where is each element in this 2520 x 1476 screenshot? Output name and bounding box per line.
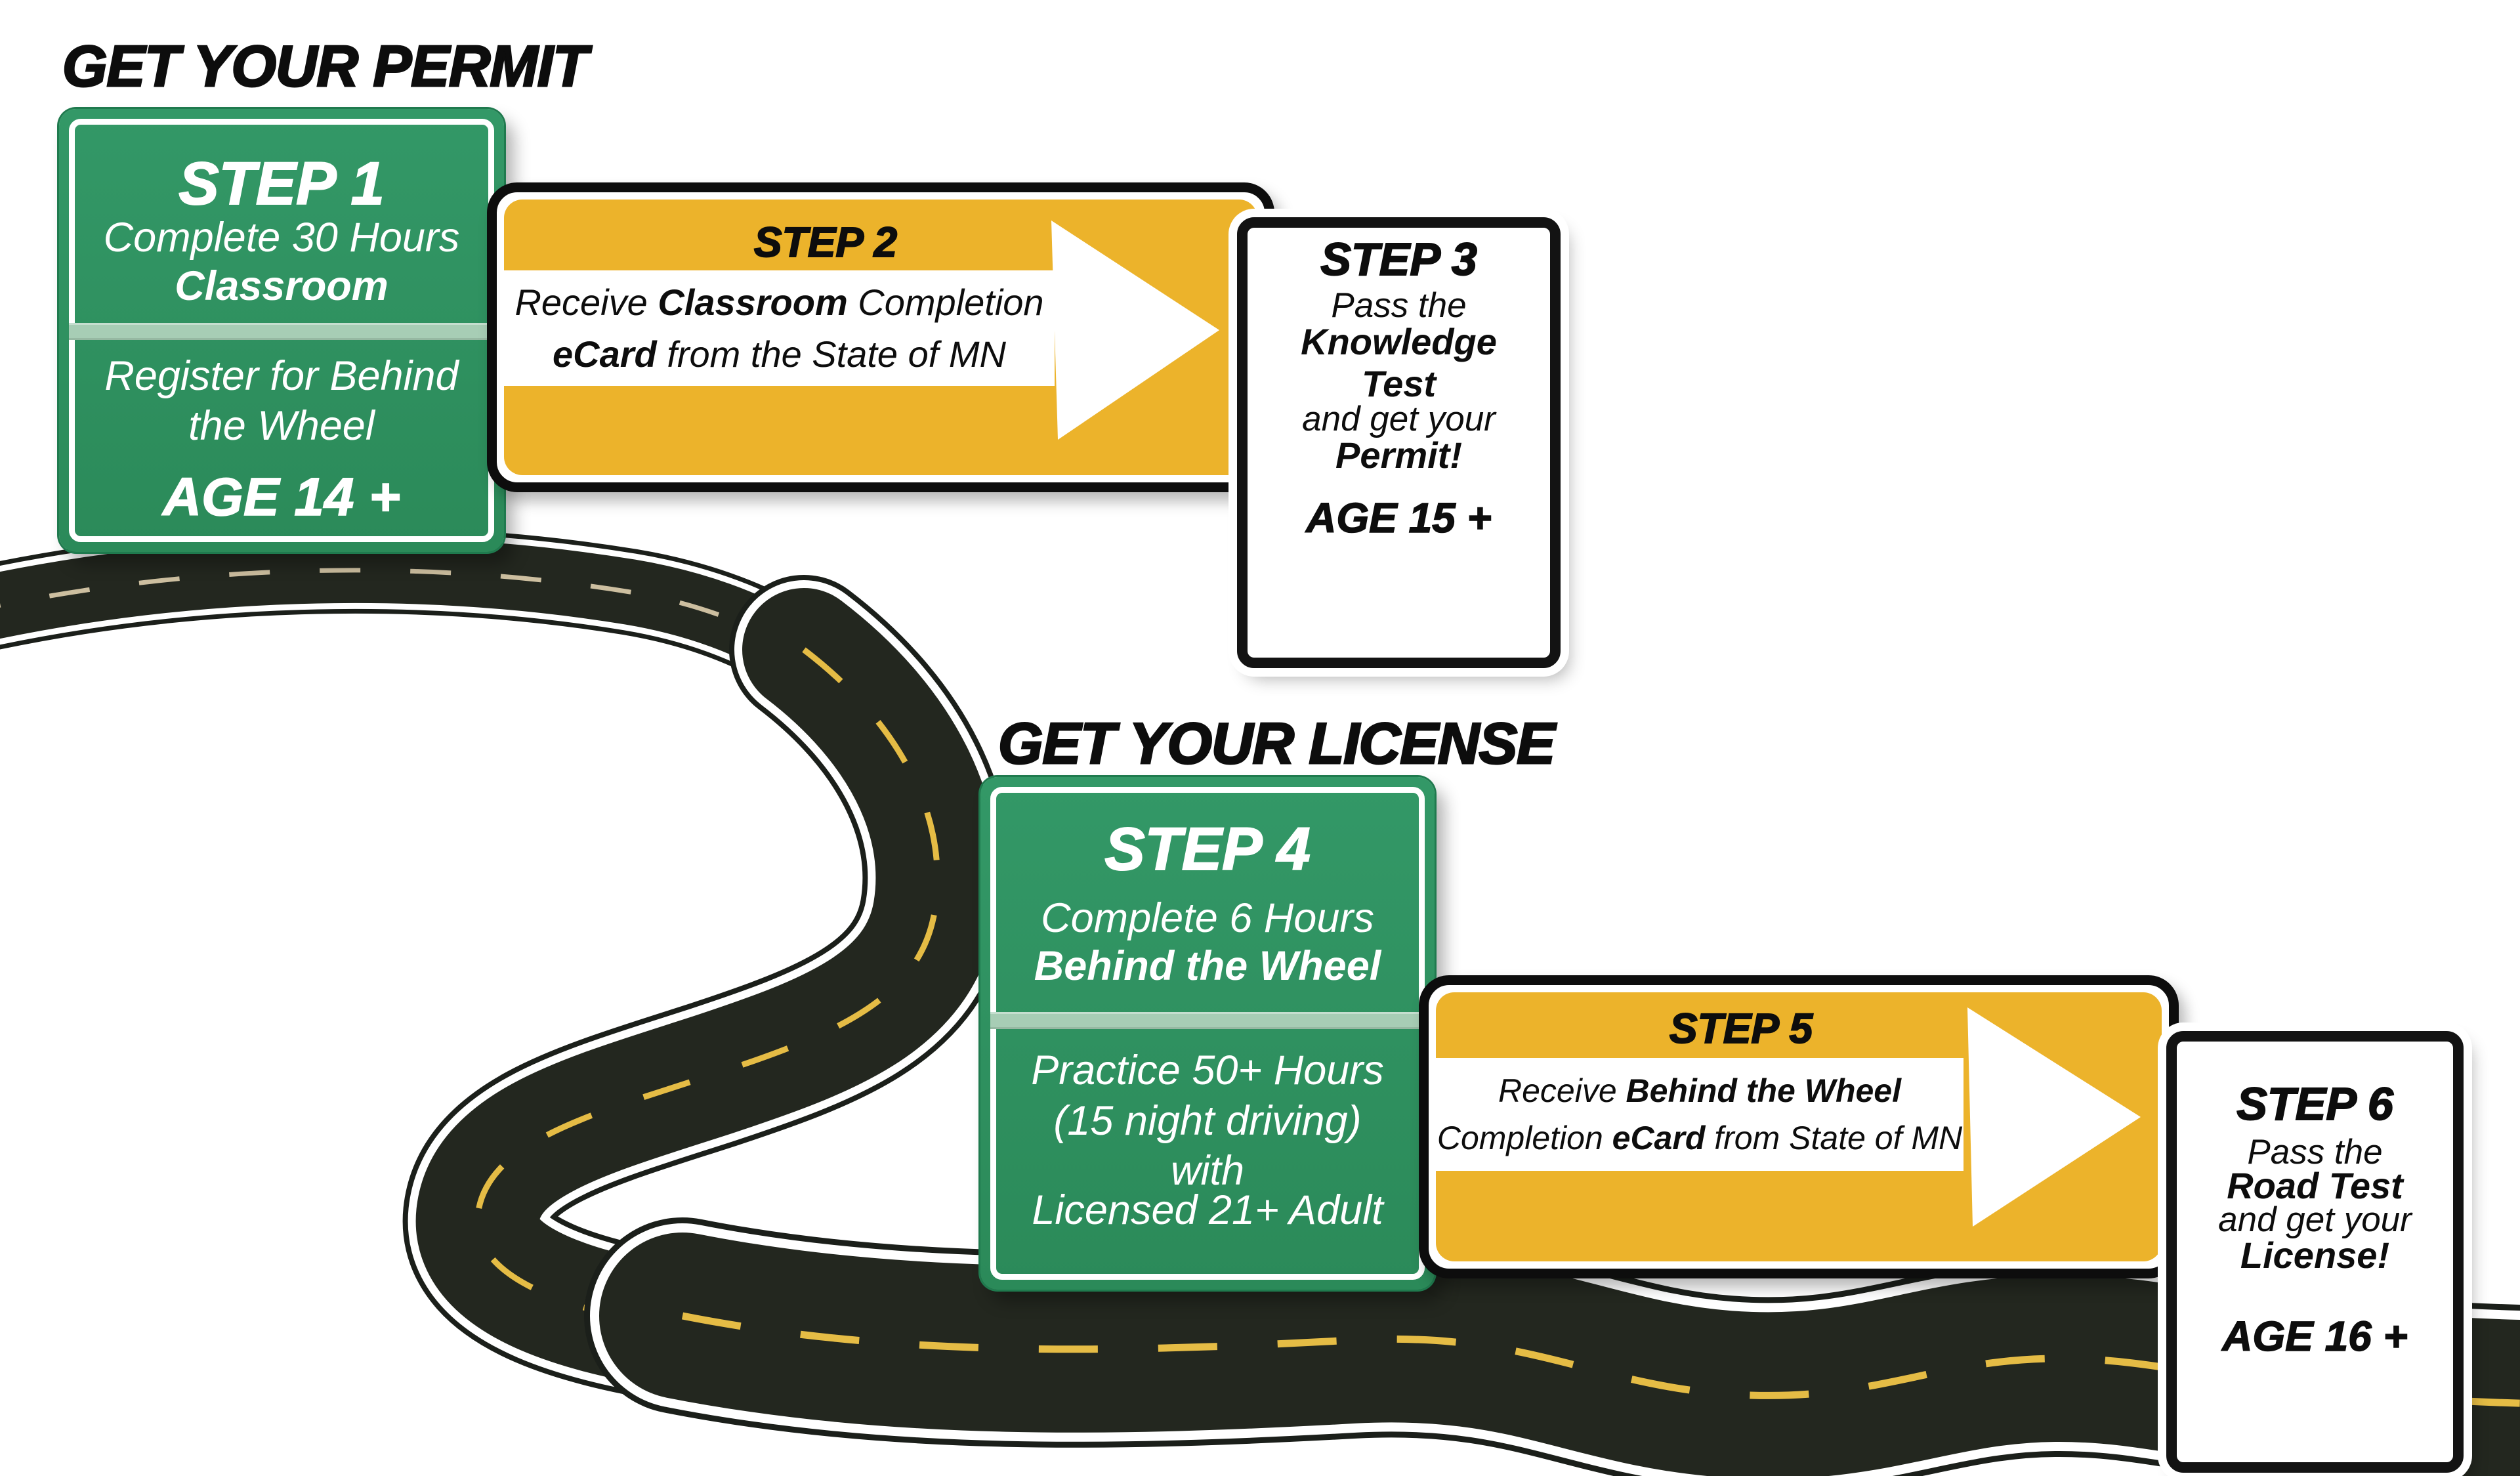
step4-title: STEP 4 <box>1104 815 1311 883</box>
step5-line2-post: from State of MN <box>1705 1120 1963 1156</box>
step4-line5: with <box>1170 1148 1245 1194</box>
step4-line1: Complete 6 Hours <box>1041 895 1374 941</box>
step6-title: STEP 6 <box>2236 1078 2394 1130</box>
step4-sign: STEP 4 Complete 6 Hours Behind the Wheel… <box>980 777 1435 1290</box>
step6-line4: License! <box>2240 1234 2390 1276</box>
step6-line2: Road Test <box>2227 1165 2403 1206</box>
step5-band-line1: Receive Behind the Wheel <box>1498 1072 1901 1110</box>
step2-band-line2: eCard from the State of MN <box>553 333 1006 375</box>
step2-line1-bold: Classroom <box>658 282 848 323</box>
step1-line1: Complete 30 Hours <box>103 215 460 261</box>
step3-line1: Pass the <box>1331 286 1467 325</box>
step3-line2: Knowledge <box>1301 321 1497 362</box>
step5-line1-bold: Behind the Wheel <box>1626 1072 1901 1109</box>
step5-line2-pre: Completion <box>1437 1120 1612 1156</box>
step3-line5: Permit! <box>1335 434 1462 476</box>
arrow-right-icon <box>1051 221 1219 440</box>
step5-banner: STEP 5 Receive Behind the Wheel Completi… <box>1419 975 2179 1278</box>
step3-line4: and get your <box>1302 400 1496 438</box>
step1-line3: Register for Behind <box>104 353 459 399</box>
step2-line1-pre: Receive <box>514 282 658 323</box>
step3-age: AGE 15 + <box>1305 494 1492 542</box>
step3-title: STEP 3 <box>1320 233 1478 285</box>
step4-line4: (15 night driving) <box>1053 1098 1362 1144</box>
step6-line1: Pass the <box>2247 1133 2383 1171</box>
step4-line6: Licensed 21+ Adult <box>1032 1187 1383 1233</box>
step3-line3: Test <box>1361 363 1437 404</box>
step6-line3: and get your <box>2218 1200 2412 1239</box>
step1-line4: the Wheel <box>188 403 375 449</box>
step2-banner: STEP 2 Receive Classroom Completion eCar… <box>487 182 1274 492</box>
step5-title: STEP 5 <box>1669 1004 1813 1053</box>
step1-sign: STEP 1 Complete 30 Hours Classroom Regis… <box>59 109 504 552</box>
road-centerline-far <box>0 568 900 742</box>
step5-band-line2: Completion eCard from State of MN <box>1437 1119 1962 1157</box>
step4-sign-divider <box>990 1012 1425 1029</box>
license-section-heading: GET YOUR LICENSE <box>998 710 1557 777</box>
step6-box: STEP 6 Pass the Road Test and get your L… <box>2166 1031 2464 1473</box>
road-centerline-bottom <box>681 1312 2520 1407</box>
step3-box: STEP 3 Pass the Knowledge Test and get y… <box>1237 217 1561 668</box>
step2-band-line1: Receive Classroom Completion <box>514 281 1043 324</box>
arrow-right-icon <box>1967 1007 2141 1227</box>
step2-title: STEP 2 <box>753 218 898 266</box>
step2-line1-post: Completion <box>847 282 1044 323</box>
step1-title: STEP 1 <box>178 150 385 218</box>
step4-line2: Behind the Wheel <box>1034 943 1381 989</box>
step1-age: AGE 14 + <box>162 467 401 528</box>
step6-age: AGE 16 + <box>2221 1312 2408 1360</box>
step4-line3: Practice 50+ Hours <box>1031 1047 1384 1093</box>
step5-line1-pre: Receive <box>1498 1072 1626 1109</box>
step5-band: Receive Behind the Wheel Completion eCar… <box>1436 1058 1964 1171</box>
step2-line2-bold: eCard <box>553 333 657 375</box>
permit-section-heading: GET YOUR PERMIT <box>62 33 589 100</box>
step1-line2: Classroom <box>175 263 388 309</box>
step5-line2-bold: eCard <box>1612 1120 1706 1156</box>
step2-band: Receive Classroom Completion eCard from … <box>504 270 1055 386</box>
road-centerline-scurve <box>474 647 940 1339</box>
step2-line2-post: from the State of MN <box>656 333 1006 375</box>
step1-sign-divider <box>69 323 494 340</box>
road-segment-scurve <box>402 575 1013 1410</box>
